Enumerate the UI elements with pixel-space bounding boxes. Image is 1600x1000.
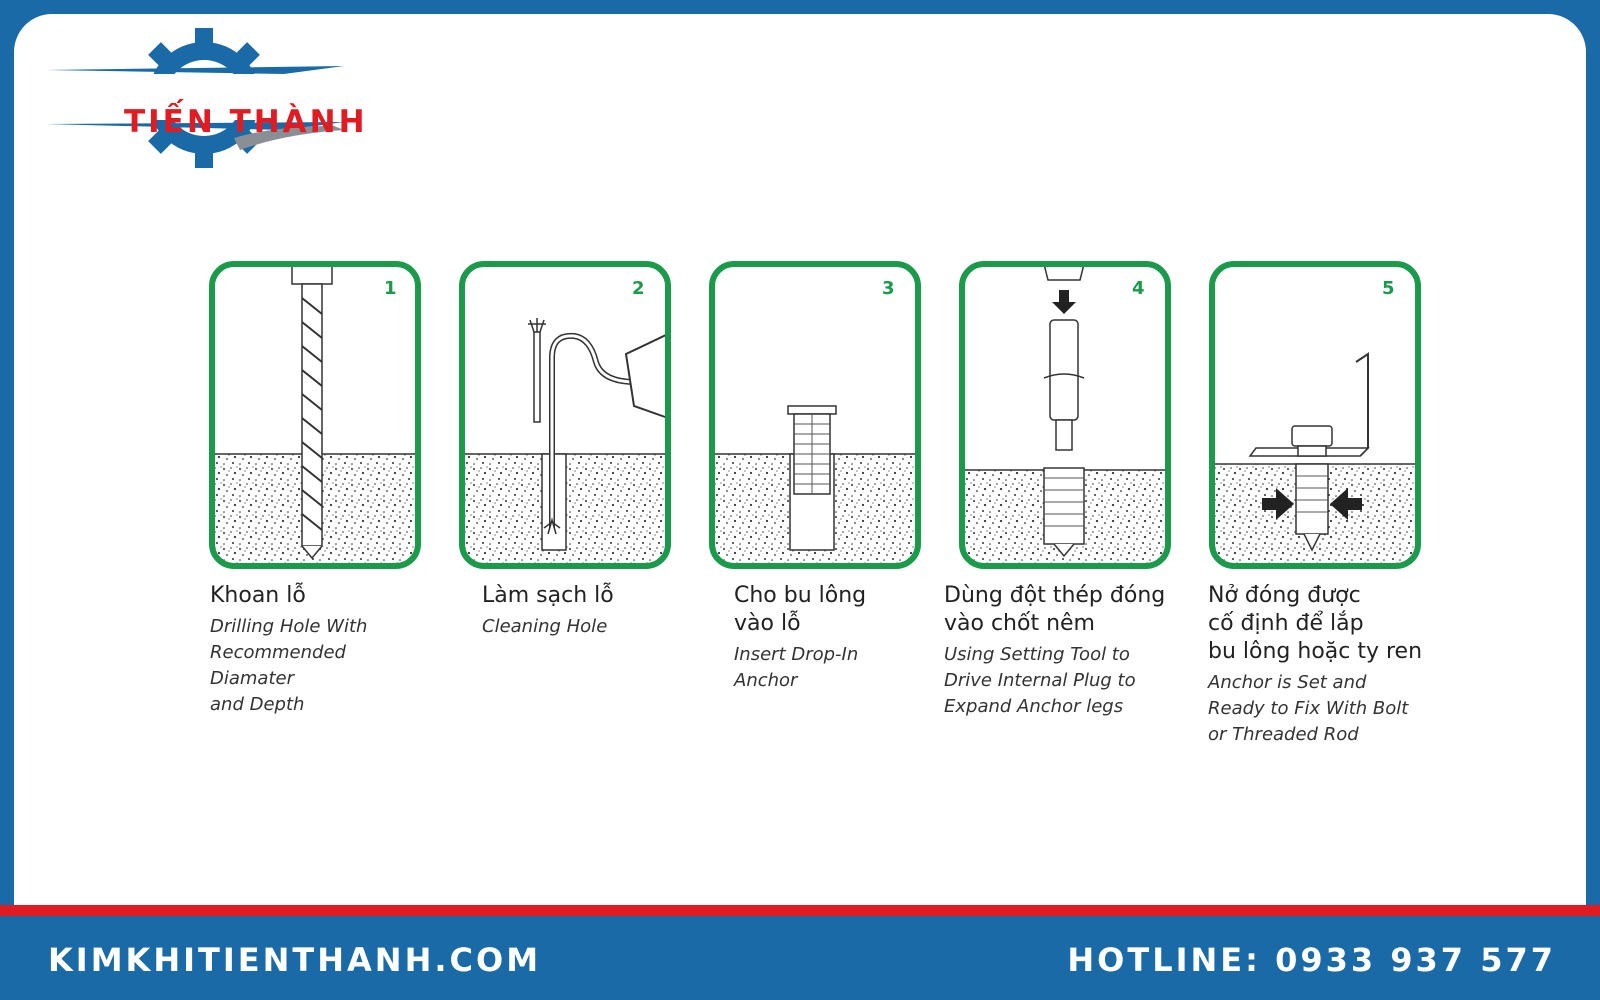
step-1-panel: 1 — [206, 258, 424, 572]
hotline-text: HOTLINE: 0933 937 577 — [1067, 941, 1556, 979]
arrow-right-icon — [1330, 488, 1362, 520]
step-1-en-line: Diamater — [210, 668, 294, 689]
step-3-en-line: Insert Drop-In — [734, 644, 859, 665]
step-2-vi-line: Làm sạch lỗ — [482, 583, 614, 608]
step-4-vi-line: vào chốt nêm — [944, 611, 1095, 636]
step-4-en-line: Using Setting Tool to — [944, 644, 1130, 665]
step-5-vi-line: cố định để lắp — [1208, 611, 1364, 636]
step-4-vi-line: Dùng đột thép đóng — [944, 583, 1166, 608]
brand-name: TIẾN THÀNH — [124, 104, 368, 140]
arrow-left-icon — [1262, 488, 1294, 520]
step-1-vi-line: Khoan lỗ — [210, 583, 306, 608]
website-link[interactable]: KIMKHITIENTHANH.COM — [48, 941, 542, 979]
step-2-panel: 2 — [456, 258, 674, 572]
step-3-panel: 3 — [706, 258, 924, 572]
step-3-caption: Cho bu lông vào lỗ Insert Drop-In Anchor — [734, 582, 866, 694]
step-2-number: 2 — [632, 278, 645, 299]
step-5-en-line: Ready to Fix With Bolt — [1208, 698, 1409, 719]
step-5-vi-line: Nở đóng được — [1208, 583, 1361, 608]
step-1-caption: Khoan lỗ Drilling Hole With Recommended … — [210, 582, 367, 718]
step-4-en-line: Drive Internal Plug to — [944, 670, 1136, 691]
step-1-en-line: Drilling Hole With — [210, 616, 368, 637]
arrow-down-icon — [1052, 290, 1076, 314]
footer-bar — [0, 916, 1600, 1000]
step-5-en-line: Anchor is Set and — [1208, 672, 1367, 693]
step-3-number: 3 — [882, 278, 895, 299]
gear-icon — [46, 28, 344, 168]
step-2-en-line: Cleaning Hole — [482, 616, 608, 637]
step-5-panel: 5 — [1206, 258, 1424, 572]
step-3-vi-line: Cho bu lông — [734, 583, 867, 608]
step-4-panel: 4 — [956, 258, 1174, 572]
step-1-number: 1 — [384, 278, 397, 299]
step-5-caption: Nở đóng được cố định để lắp bu lông hoặc… — [1208, 582, 1422, 748]
step-4-number: 4 — [1132, 278, 1145, 299]
step-5-number: 5 — [1382, 278, 1395, 299]
step-3-en-line: Anchor — [734, 670, 798, 691]
step-1-en-line: and Depth — [210, 694, 305, 715]
step-5-en-line: or Threaded Rod — [1208, 724, 1359, 745]
step-4-en-line: Expand Anchor legs — [944, 696, 1124, 717]
step-5-vi-line: bu lông hoặc ty ren — [1208, 639, 1423, 664]
step-2-caption: Làm sạch lỗ Cleaning Hole — [482, 582, 614, 640]
step-3-vi-line: vào lỗ — [734, 611, 801, 636]
brand-logo: TIẾN THÀNH — [44, 26, 365, 172]
footer-accent-line — [0, 905, 1600, 916]
step-4-caption: Dùng đột thép đóng vào chốt nêm Using Se… — [944, 582, 1165, 720]
step-1-en-line: Recommended — [210, 642, 346, 663]
